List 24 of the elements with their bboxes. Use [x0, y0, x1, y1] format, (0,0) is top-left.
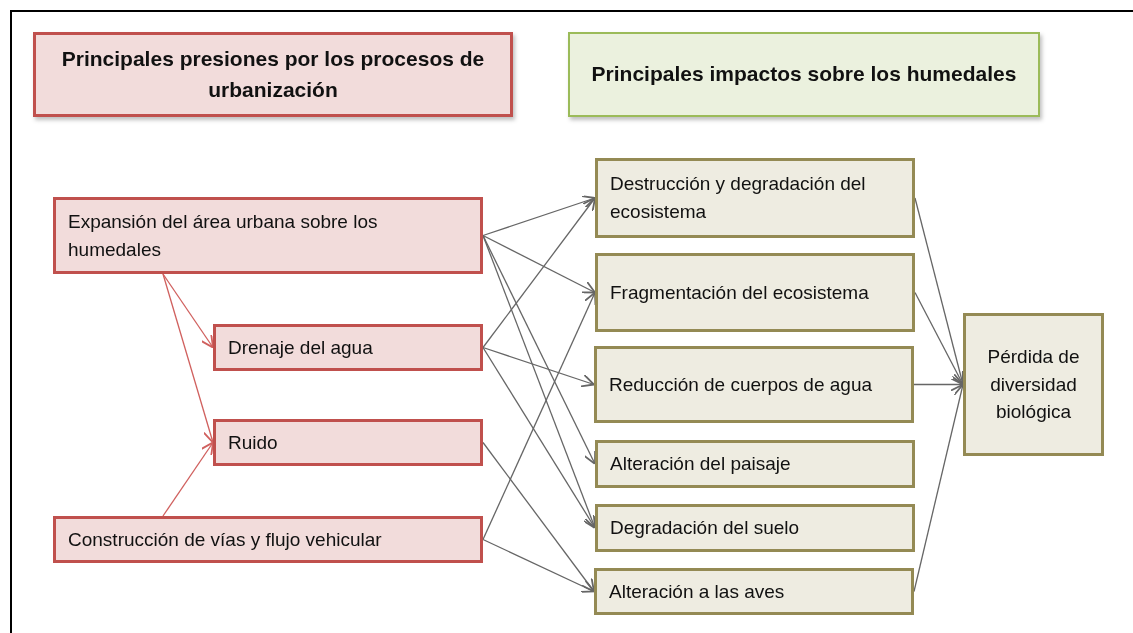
- arrow: [482, 195, 596, 237]
- impact-box: Alteración a las aves: [594, 568, 914, 615]
- arrow: [482, 346, 596, 529]
- impact-box: Reducción de cuerpos de agua: [594, 346, 914, 423]
- arrow: [162, 273, 214, 349]
- impact-box: Alteración del paisaje: [595, 440, 915, 488]
- arrow: [482, 234, 596, 294]
- arrow: [482, 538, 595, 593]
- impact-box: Destrucción y degradación del ecosistema: [595, 158, 915, 238]
- pressure-box: Construcción de vías y flujo vehicular: [53, 516, 483, 563]
- arrow: [482, 346, 595, 388]
- impact-box: Degradación del suelo: [595, 504, 915, 552]
- arrow: [482, 197, 596, 349]
- pressure-box: Ruido: [213, 419, 483, 466]
- outcome-box: Pérdida de diversidad biológica: [963, 313, 1104, 456]
- header-box: Principales impactos sobre los humedales: [568, 32, 1040, 117]
- header-box: Principales presiones por los procesos de urbanización: [33, 32, 513, 117]
- impact-box: Fragmentación del ecosistema: [595, 253, 915, 332]
- pressure-box: Drenaje del agua: [213, 324, 483, 371]
- arrow: [162, 441, 214, 517]
- arrow: [482, 291, 597, 541]
- pressure-box: Expansión del área urbana sobre los humedales: [53, 197, 483, 274]
- arrow: [913, 377, 964, 392]
- arrow: [482, 234, 596, 465]
